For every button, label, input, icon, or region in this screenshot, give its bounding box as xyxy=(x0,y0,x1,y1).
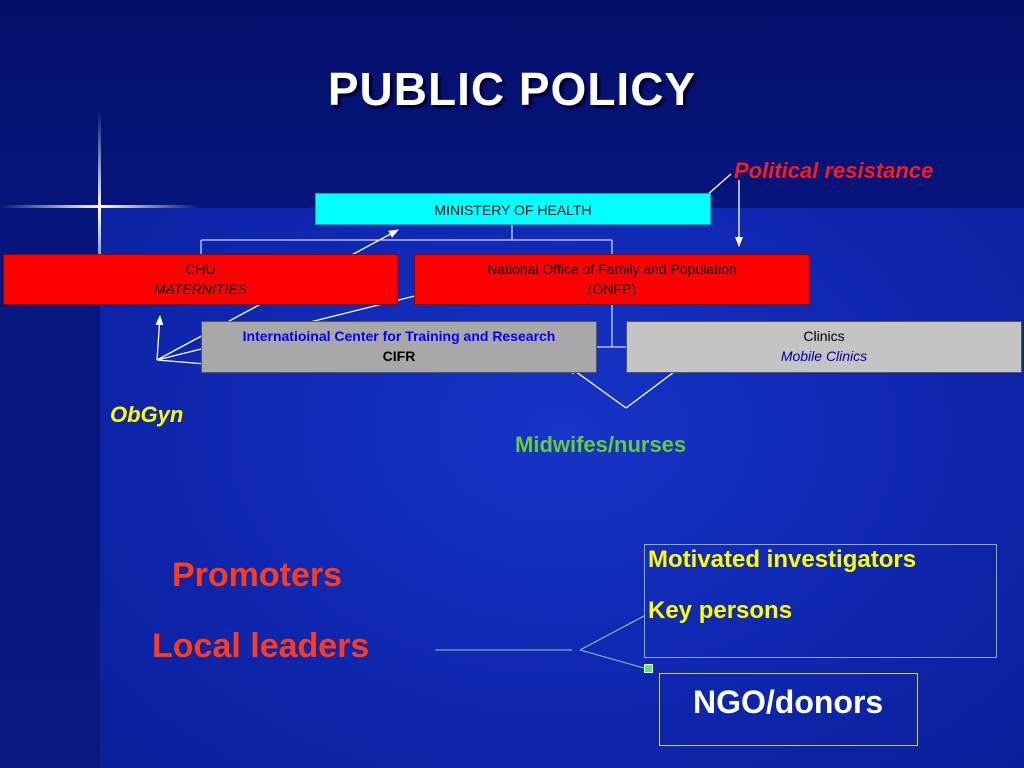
political-resistance-label: Political resistance xyxy=(734,158,934,183)
ngo-donors-box xyxy=(659,673,918,746)
cifr-name-label: Internatioinal Center for Training and R… xyxy=(242,328,556,344)
onfp-name-label: National Office of Family and Population xyxy=(487,261,737,277)
clinics-label: Clinics xyxy=(803,328,845,344)
clinics-box: Clinics Mobile Clinics xyxy=(626,321,1022,373)
slide-title: PUBLIC POLICY xyxy=(327,63,697,115)
star-glint-vertical xyxy=(98,110,101,310)
ministry-of-health-label: MINISTERY OF HEALTH xyxy=(434,202,592,218)
investigators-box xyxy=(644,544,997,658)
chu-box: CHU MATERNITIES xyxy=(3,254,398,305)
onfp-box: National Office of Family and Population… xyxy=(414,254,810,305)
top-background-band xyxy=(0,0,1024,208)
motivated-investigators-label: Motivated investigators xyxy=(648,546,917,573)
local-leaders-label: Local leaders xyxy=(152,627,370,665)
org-chart-connectors xyxy=(200,225,626,348)
cifr-acronym-label: CIFR xyxy=(382,348,416,364)
promoters-label: Promoters xyxy=(172,556,343,594)
cifr-box: Internatioinal Center for Training and R… xyxy=(201,321,597,373)
ministry-of-health-box: MINISTERY OF HEALTH xyxy=(315,193,711,225)
connector-bullet xyxy=(644,664,653,673)
chu-label: CHU xyxy=(185,261,216,277)
midwifes-nurses-label: Midwifes/nurses xyxy=(515,432,687,457)
ngo-donors-label: NGO/donors xyxy=(693,684,884,720)
mobile-clinics-label: Mobile Clinics xyxy=(780,348,868,364)
onfp-acronym-label: (ONFP) xyxy=(587,281,637,297)
maternities-label: MATERNITIES xyxy=(153,281,248,297)
key-persons-label: Key persons xyxy=(648,597,793,624)
obgyn-label: ObGyn xyxy=(110,402,184,427)
local-leaders-connector xyxy=(435,615,645,669)
